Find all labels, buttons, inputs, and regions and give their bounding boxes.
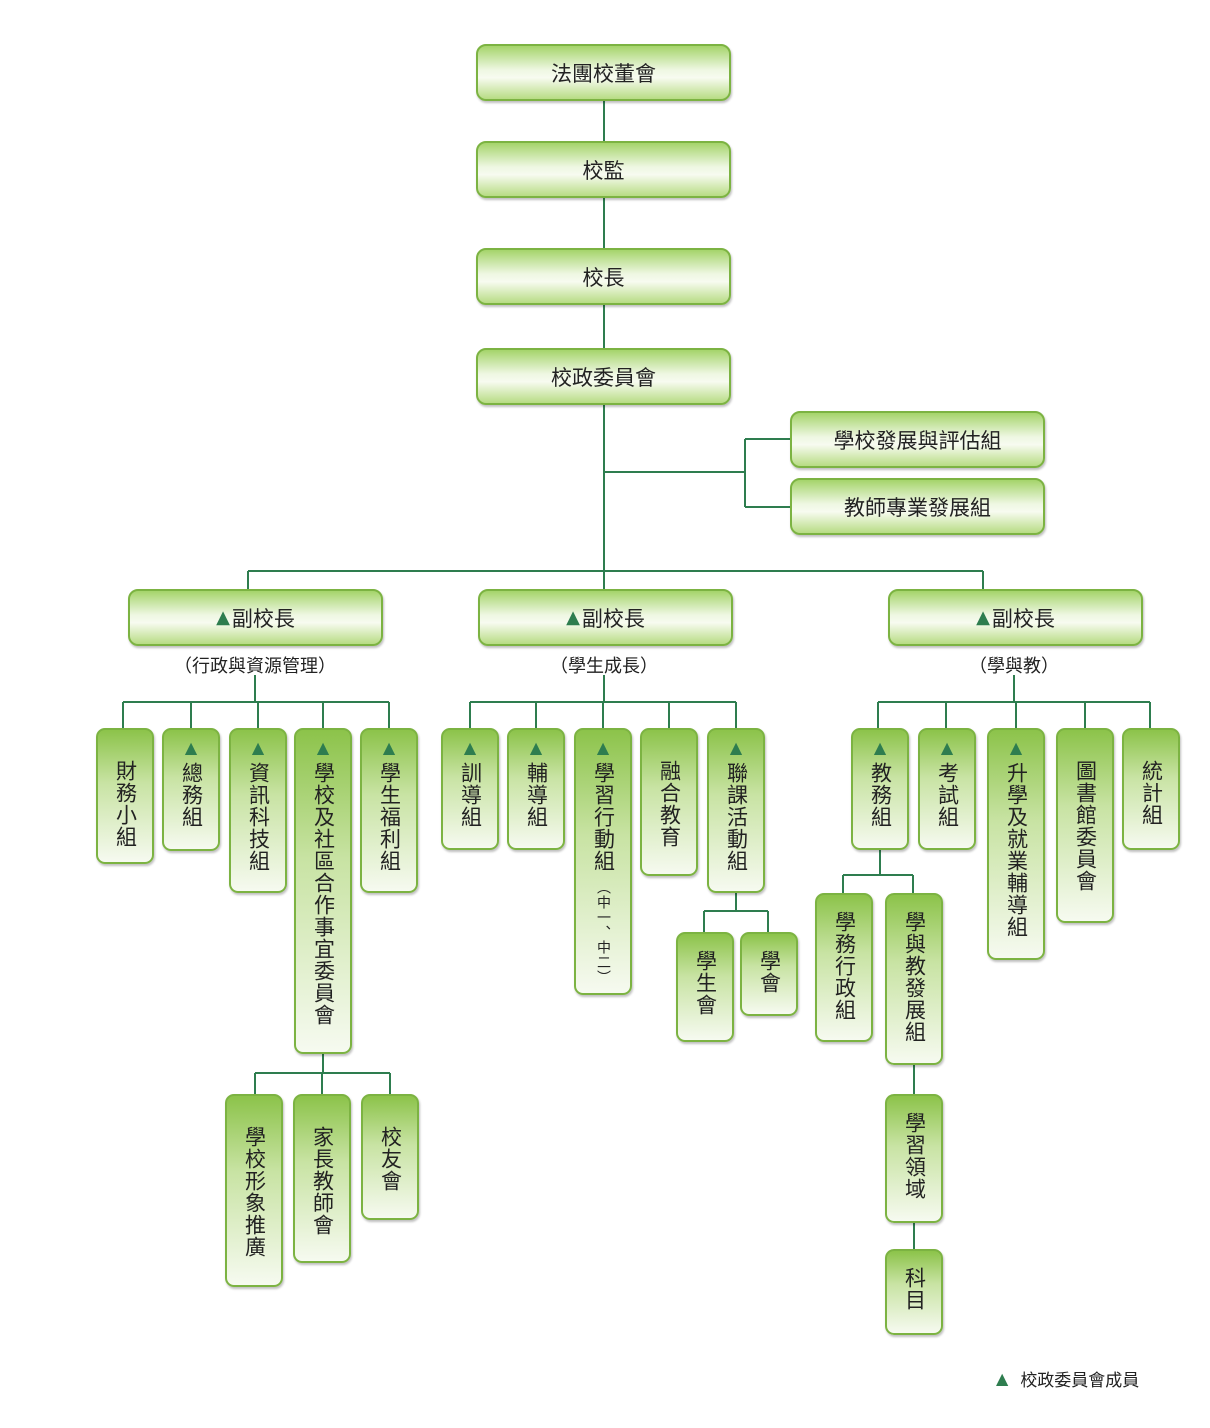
unit-box: 財務小組: [96, 728, 154, 864]
box-label: 圖書館委員會: [1073, 760, 1098, 892]
box-label: 科目: [902, 1267, 927, 1311]
unit-box: ▲ 聯課活動組: [707, 728, 765, 893]
legend-label: 校政委員會成員: [1020, 1371, 1140, 1391]
box-label: 學務行政組: [832, 911, 857, 1021]
supervisor-box: 校監: [476, 141, 731, 198]
box-label: 考試組: [935, 762, 960, 828]
vp-subtitle: （行政與資源管理）: [174, 656, 336, 677]
teacher-dev-box: 教師專業發展組: [790, 478, 1045, 535]
legend: ▲ 校政委員會成員: [996, 1366, 1139, 1391]
vp-subtitle: （學生成長）: [550, 656, 658, 677]
box-label: 副校長: [991, 606, 1055, 631]
vp-box-student: ▲副校長: [478, 589, 733, 646]
unit-box: ▲ 學習行動組 （中一、中二）: [574, 728, 632, 995]
triangle-marker-icon: ▲: [566, 606, 580, 628]
box-label: 升學及就業輔導組: [1004, 762, 1029, 938]
unit-box: 融合教育: [640, 728, 698, 876]
box-label: 教務組: [868, 762, 893, 828]
box-label: 學習領域: [902, 1112, 927, 1200]
triangle-marker-icon: ▲: [996, 1368, 1009, 1388]
unit-box: ▲ 輔導組: [507, 728, 565, 850]
triangle-marker-icon: ▲: [529, 738, 543, 757]
unit-box: 學務行政組: [815, 893, 873, 1042]
box-label: 副校長: [581, 606, 645, 631]
box-label: 校長: [582, 265, 625, 290]
triangle-marker-icon: ▲: [251, 738, 265, 757]
box-label: 輔導組: [524, 762, 549, 828]
triangle-marker-icon: ▲: [940, 738, 954, 757]
unit-box: 家長教師會: [293, 1094, 351, 1263]
box-label: 學生福利組: [377, 762, 402, 872]
unit-box: 統計組: [1122, 728, 1180, 850]
triangle-marker-icon: ▲: [873, 738, 887, 757]
box-note: （中一、中二）: [595, 880, 611, 985]
triangle-marker-icon: ▲: [596, 738, 610, 757]
box-label: 訓導組: [458, 762, 483, 828]
box-label: 教師專業發展組: [844, 495, 991, 520]
box-label: 學校及社區合作事宜委員會: [311, 762, 336, 1026]
box-label: 融合教育: [657, 760, 682, 848]
box-label: 學會: [757, 950, 782, 994]
triangle-marker-icon: ▲: [216, 606, 230, 628]
unit-box: 學會: [740, 932, 798, 1016]
unit-box: ▲ 資訊科技組: [229, 728, 287, 893]
vp-subtitle: （學與教）: [969, 656, 1059, 677]
admin-committee-box: 校政委員會: [476, 348, 731, 405]
unit-box: ▲ 總務組: [162, 728, 220, 851]
box-label: 法團校董會: [551, 61, 656, 86]
unit-box: ▲ 訓導組: [441, 728, 499, 850]
unit-box: 學校形象推廣: [225, 1094, 283, 1287]
unit-box: 學習領域: [885, 1094, 943, 1223]
unit-box: 圖書館委員會: [1056, 728, 1114, 923]
school-dev-box: 學校發展與評估組: [790, 411, 1045, 468]
triangle-marker-icon: ▲: [184, 738, 198, 757]
triangle-marker-icon: ▲: [976, 606, 990, 628]
principal-box: 校長: [476, 248, 731, 305]
triangle-marker-icon: ▲: [729, 738, 743, 757]
board-box: 法團校董會: [476, 44, 731, 101]
unit-box: ▲ 學校及社區合作事宜委員會: [294, 728, 352, 1054]
unit-box: 學生會: [676, 932, 734, 1042]
triangle-marker-icon: ▲: [382, 738, 396, 757]
unit-box: 學與教發展組: [885, 893, 943, 1065]
triangle-marker-icon: ▲: [1009, 738, 1023, 757]
box-label: 學習行動組: [591, 762, 616, 872]
box-label: 校友會: [378, 1126, 403, 1192]
unit-box: ▲ 教務組: [851, 728, 909, 850]
unit-box: ▲ 學生福利組: [360, 728, 418, 893]
box-label: 資訊科技組: [246, 762, 271, 872]
unit-box: 校友會: [361, 1094, 419, 1220]
unit-box: 科目: [885, 1249, 943, 1335]
vp-box-teaching: ▲副校長: [888, 589, 1143, 646]
box-label: 財務小組: [113, 760, 138, 848]
box-label: 聯課活動組: [724, 762, 749, 872]
triangle-marker-icon: ▲: [463, 738, 477, 757]
box-label: 總務組: [179, 762, 204, 828]
unit-box: ▲ 升學及就業輔導組: [987, 728, 1045, 960]
unit-box: ▲ 考試組: [918, 728, 976, 850]
box-label: 副校長: [231, 606, 295, 631]
box-label: 學生會: [693, 950, 718, 1016]
box-label: 校政委員會: [551, 365, 656, 390]
box-label: 學校發展與評估組: [833, 428, 1002, 453]
box-label: 統計組: [1139, 760, 1164, 826]
triangle-marker-icon: ▲: [316, 738, 330, 757]
box-label: 校監: [582, 158, 625, 183]
vp-box-admin: ▲副校長: [128, 589, 383, 646]
box-label: 家長教師會: [310, 1126, 335, 1236]
box-label: 學校形象推廣: [242, 1126, 267, 1258]
box-label: 學與教發展組: [902, 911, 927, 1043]
